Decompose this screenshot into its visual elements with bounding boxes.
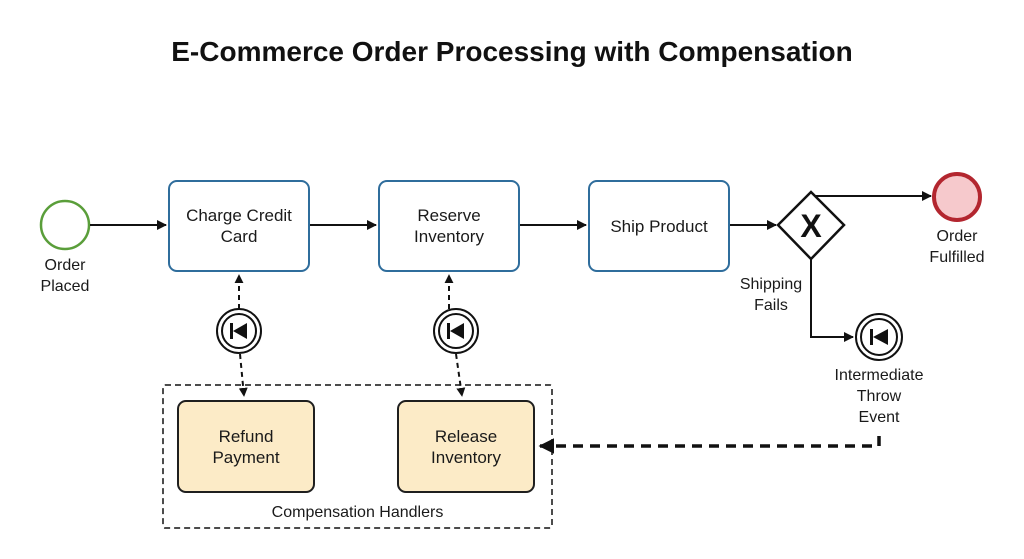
intermediate-throw-event[interactable] [855,313,903,361]
task-charge-credit-card[interactable]: Charge Credit Card [168,180,310,272]
compensation-association-release [455,353,466,397]
rewind-icon [230,323,247,339]
throw-event-label: Intermediate Throw Event [834,367,924,426]
compensation-boundary-event-charge[interactable] [216,308,262,354]
flow-gateway-to-throw [810,259,854,342]
compensation-handlers-group [162,384,553,529]
compensation-handlers-label: Compensation Handlers [271,504,444,521]
exclusive-gateway[interactable]: X [776,190,846,261]
task-reserve-inventory[interactable]: Reserve Inventory [378,180,520,272]
flow-gateway-to-end [810,191,932,201]
end-event-label: Order Fulfilled [929,228,985,266]
compensation-throw-flow [538,436,881,454]
handler-refund-payment[interactable]: Refund Payment [177,400,315,493]
handler-release-inventory[interactable]: Release Inventory [397,400,535,493]
task-ship-product[interactable]: Ship Product [588,180,730,272]
compensation-boundary-event-reserve[interactable] [433,308,479,354]
gateway-marker: X [800,208,822,244]
rewind-icon [870,329,888,345]
end-event[interactable] [932,172,982,222]
gateway-fail-label: Shipping Fails [739,276,803,314]
start-event-label: Order Placed [40,257,90,295]
diagram-title: E-Commerce Order Processing with Compens… [171,36,853,67]
start-event[interactable] [39,199,91,251]
rewind-icon [447,323,464,339]
compensation-association-refund [238,353,248,397]
